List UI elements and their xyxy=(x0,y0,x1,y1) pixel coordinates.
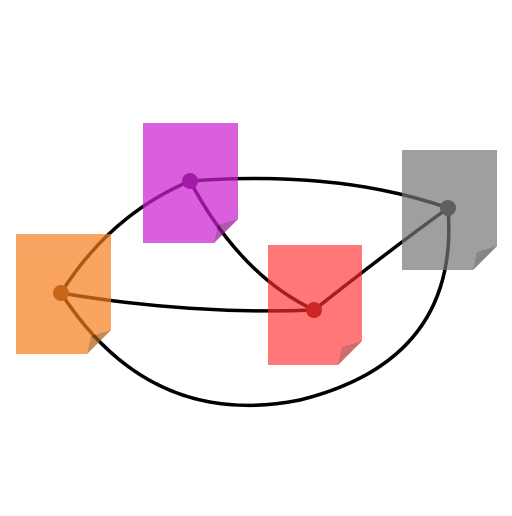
document-fold-purple xyxy=(214,219,238,243)
node-dots-layer xyxy=(53,173,456,318)
edges-layer xyxy=(59,176,451,408)
documents-layer xyxy=(16,123,497,365)
node-dot-red xyxy=(306,302,322,318)
edge-orange-gray xyxy=(59,206,451,408)
document-fold-red xyxy=(338,341,362,365)
node-dot-gray xyxy=(440,200,456,216)
document-fold-gray xyxy=(473,246,497,270)
node-dot-orange xyxy=(53,285,69,301)
node-dot-purple xyxy=(182,173,198,189)
document-fold-orange xyxy=(87,330,111,354)
